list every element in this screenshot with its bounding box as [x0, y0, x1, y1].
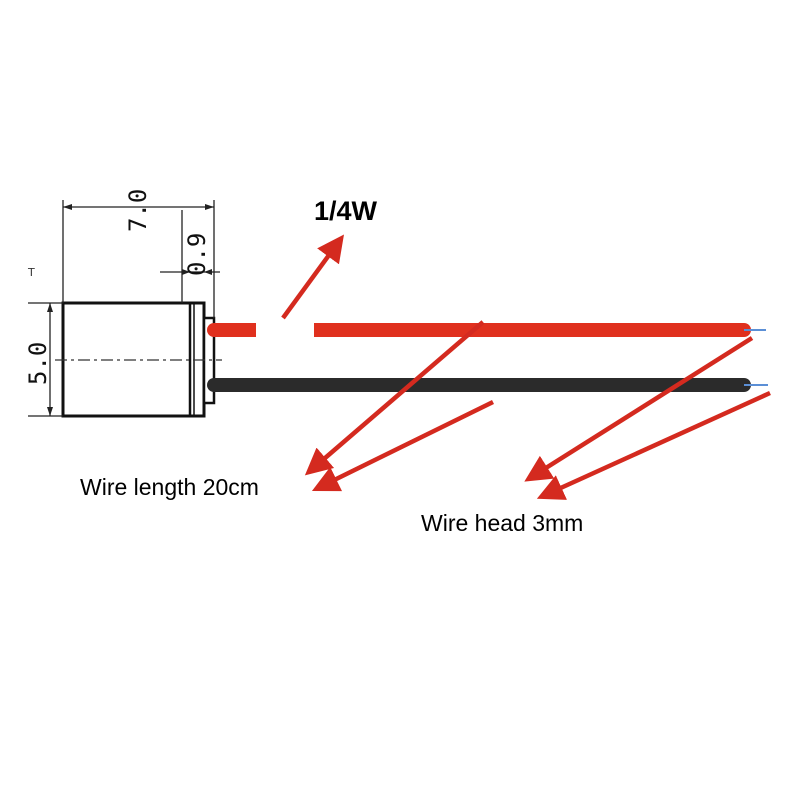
component-body	[55, 301, 222, 418]
arrow-wire-head-1	[524, 336, 754, 482]
arrow-power	[281, 234, 344, 320]
wire-length-label: Wire length 20cm	[80, 474, 259, 500]
arrow-wire-head-2	[536, 390, 771, 500]
power-label: 1/4W	[314, 196, 378, 226]
red-wire-gap	[256, 320, 314, 342]
wire-head-label: Wire head 3mm	[421, 510, 583, 536]
dimension-overall-length: 7.0	[62, 189, 215, 318]
dimension-diameter: 5.0 T	[24, 266, 63, 417]
arrow-wire-length-1	[304, 320, 485, 476]
corner-mark: T	[27, 266, 35, 279]
arrow-wire-length-2	[311, 399, 494, 492]
diameter-value: 5.0	[24, 342, 52, 385]
overall-length-value: 7.0	[124, 189, 152, 232]
red-wire	[207, 320, 766, 342]
callout-arrows	[281, 234, 771, 500]
dimension-end-cap: 0.9	[160, 210, 220, 303]
end-cap-value: 0.9	[183, 233, 211, 276]
